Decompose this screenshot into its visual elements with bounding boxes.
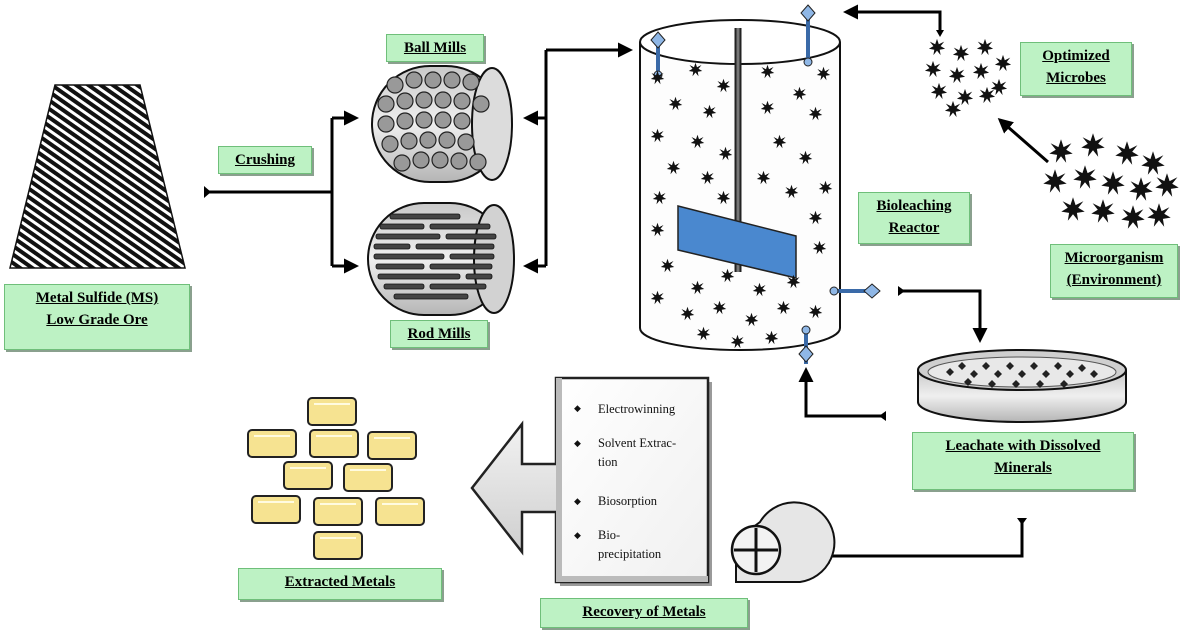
ore-label: Metal Sulfide (MS) Low Grade Ore [4,284,190,350]
reactor-paddle [677,205,797,279]
bioleaching-reactor-icon [639,4,881,364]
optimized-microbes-icon [924,38,1012,118]
leachate-label: Leachate with Dissolved Minerals [912,432,1134,490]
rod-mill-icon [367,202,515,316]
gold-bars-icon [247,397,425,560]
crushing-label-text: Crushing [234,152,296,168]
micro-to-optimized-arrow [997,118,1049,164]
method-item: Solvent Extrac- tion [598,434,710,472]
recovery-panel [554,376,712,586]
reactor-to-leachate-arrow [900,289,988,343]
leachate-dish-icon [917,349,1127,423]
microorganism-label-line1: Microorganism [1064,250,1164,266]
method-line: Electrowinning [598,402,676,416]
method-line: tion [598,455,618,469]
reactor-label-line1: Bioleaching [876,198,952,214]
leachate-label-line1: Leachate with Dissolved [945,438,1101,454]
pump-icon [730,501,836,583]
bullet-icon: ◆ [574,530,581,540]
recovery-methods-list: ◆ Electrowinning ◆ Solvent Extrac- tion … [560,384,708,582]
microorganism-cluster-icon [1043,133,1179,229]
reactor-label-line2: Reactor [888,220,940,236]
rod-mills-label-text: Rod Mills [407,326,471,342]
microorganism-label: Microorganism (Environment) [1050,244,1178,298]
bullet-icon: ◆ [574,496,581,506]
crushing-connector [205,110,359,274]
reactor-label: Bioleaching Reactor [858,192,970,244]
recovery-label: Recovery of Metals [540,598,748,628]
recovery-label-text: Recovery of Metals [582,604,706,620]
rod-mills-label: Rod Mills [390,320,488,348]
crushing-label: Crushing [218,146,312,174]
microorganism-label-line2: (Environment) [1066,272,1162,288]
method-line: Biosorption [598,494,658,508]
optimized-microbes-label: Optimized Microbes [1020,42,1132,96]
ball-mills-label: Ball Mills [386,34,484,62]
bullet-icon: ◆ [574,403,581,413]
extracted-metals-label: Extracted Metals [238,568,442,600]
leachate-to-recovery-arrow [815,520,1024,564]
leachate-to-reactor-arrow [798,367,884,418]
leachate-label-line2: Minerals [994,460,1052,476]
extracted-label-text: Extracted Metals [284,574,396,590]
method-line: Bio- [598,528,621,542]
crushing-line-cap [204,186,211,198]
mills-connector [523,42,633,274]
optimized-label-line2: Microbes [1046,70,1106,86]
method-item: Bio- precipitation [598,526,710,564]
method-item: Electrowinning [598,400,710,419]
optimized-to-reactor-arrow [843,4,942,30]
ore-label-line1: Metal Sulfide (MS) [35,290,159,306]
ball-mills-label-text: Ball Mills [403,40,467,56]
method-line: Solvent Extrac- [598,436,677,450]
ore-pile [9,84,186,269]
method-item: Biosorption [598,492,710,511]
ball-mill-icon [371,65,513,183]
recovery-to-metals-arrow [470,420,556,556]
ore-label-line2: Low Grade Ore [46,312,148,328]
method-line: precipitation [598,547,662,561]
optimized-label-line1: Optimized [1042,48,1110,64]
bullet-icon: ◆ [574,438,581,448]
